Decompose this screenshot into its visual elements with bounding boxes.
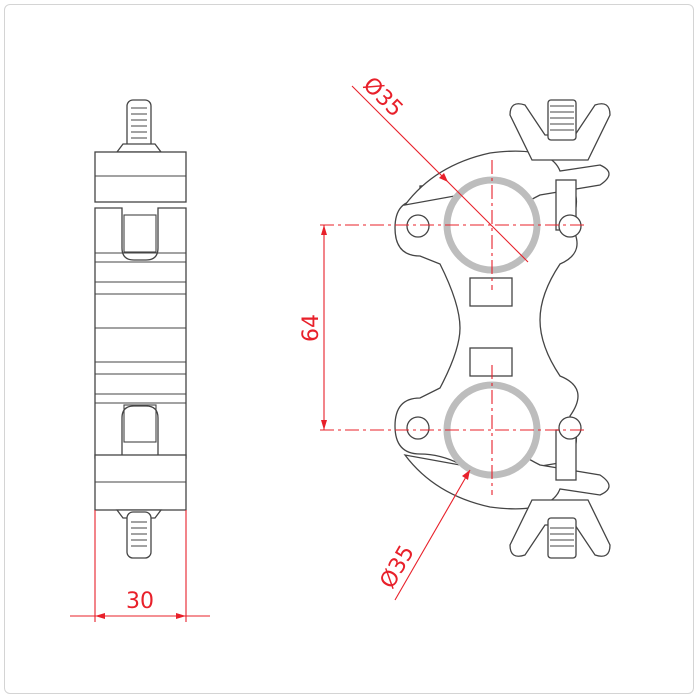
side-bolt-bottom	[115, 509, 163, 559]
centerlines	[320, 160, 585, 495]
dimension-width-label: 30	[126, 589, 154, 614]
wing-nut-top	[509, 99, 611, 231]
wing-nut-bottom	[509, 429, 611, 559]
dimension-spacing: 64	[299, 225, 327, 430]
side-view	[94, 99, 187, 559]
dimension-diameter-bottom-label: Ø35	[376, 541, 420, 593]
front-view	[394, 99, 611, 559]
side-bolt-top	[115, 99, 163, 153]
dimension-width: 30	[70, 510, 210, 622]
dimension-spacing-label: 64	[299, 314, 324, 342]
frame-border	[4, 4, 694, 694]
dimension-diameter-top-label: Ø35	[358, 73, 408, 123]
